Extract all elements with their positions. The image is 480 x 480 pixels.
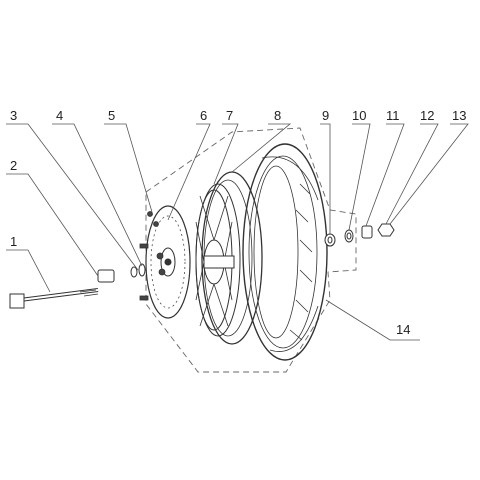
callout-1: 1 (10, 234, 17, 249)
tyre (242, 143, 328, 361)
spacer (97, 263, 146, 283)
callout-3: 3 (10, 108, 17, 123)
callout-6: 6 (200, 108, 207, 123)
wheel-hub (195, 183, 241, 337)
assembly-boundary (145, 127, 357, 373)
brake-disc (145, 205, 191, 319)
right-side-hardware (324, 223, 395, 247)
callout-14: 14 (396, 322, 410, 337)
callout-8: 8 (274, 108, 281, 123)
callout-11: 11 (386, 108, 400, 123)
leader-lines (6, 123, 469, 341)
callout-4: 4 (56, 108, 63, 123)
callout-9: 9 (322, 108, 329, 123)
callout-10: 10 (352, 108, 366, 123)
callout-12: 12 (420, 108, 434, 123)
disc-bolts (139, 211, 166, 301)
callout-7: 7 (226, 108, 233, 123)
callout-5: 5 (108, 108, 115, 123)
callout-2: 2 (10, 158, 17, 173)
callout-13: 13 (452, 108, 466, 123)
axle (9, 288, 99, 309)
